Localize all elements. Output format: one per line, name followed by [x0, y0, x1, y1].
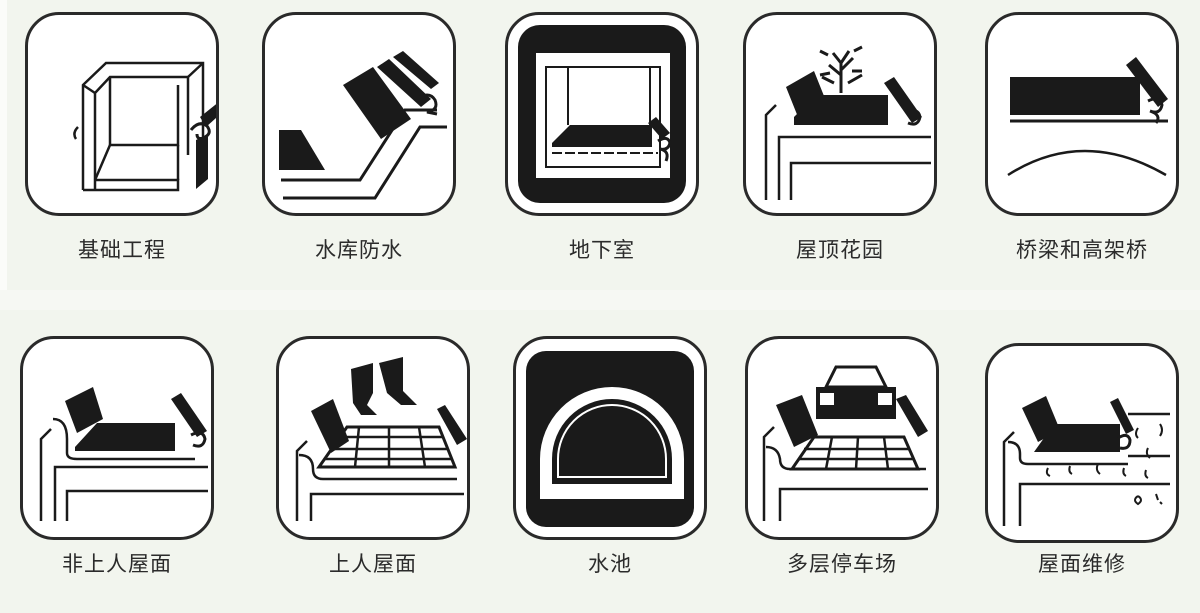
tile-label: 地下室: [569, 238, 635, 262]
tile-pool[interactable]: 水池: [513, 336, 713, 606]
tile-roof-garden[interactable]: 屋顶花园: [743, 12, 943, 282]
non-accessible-roof-icon[interactable]: [20, 336, 214, 540]
basement-icon[interactable]: [505, 12, 699, 216]
tile-roof-repair[interactable]: 屋面维修: [985, 343, 1185, 613]
roof-repair-icon[interactable]: [985, 343, 1179, 543]
tile-label: 屋顶花园: [796, 238, 884, 262]
tile-reservoir[interactable]: 水库防水: [262, 12, 462, 282]
tile-label: 水池: [588, 552, 632, 576]
tile-label: 基础工程: [78, 238, 166, 262]
tile-label: 水库防水: [315, 238, 403, 262]
tile-bridge[interactable]: 桥梁和高架桥: [985, 12, 1185, 282]
tile-label: 上人屋面: [329, 552, 417, 576]
roof-garden-icon[interactable]: [743, 12, 937, 216]
tile-accessible-roof[interactable]: 上人屋面: [276, 336, 476, 606]
tile-label: 屋面维修: [1038, 552, 1126, 576]
foundation-icon[interactable]: [25, 12, 219, 216]
pool-icon[interactable]: [513, 336, 707, 540]
tile-parking-deck[interactable]: 多层停车场: [745, 336, 945, 606]
accessible-roof-icon[interactable]: [276, 336, 470, 540]
tile-foundation[interactable]: 基础工程: [25, 12, 225, 282]
tile-label: 多层停车场: [787, 552, 897, 576]
parking-deck-icon[interactable]: [745, 336, 939, 540]
tile-label: 非上人屋面: [62, 552, 172, 576]
row-separator: [0, 290, 1200, 310]
left-edge-strip: [0, 0, 7, 300]
tile-non-accessible-roof[interactable]: 非上人屋面: [20, 336, 220, 606]
reservoir-icon[interactable]: [262, 12, 456, 216]
bridge-icon[interactable]: [985, 12, 1179, 216]
tile-label: 桥梁和高架桥: [1016, 238, 1148, 262]
tile-basement[interactable]: 地下室: [505, 12, 705, 282]
